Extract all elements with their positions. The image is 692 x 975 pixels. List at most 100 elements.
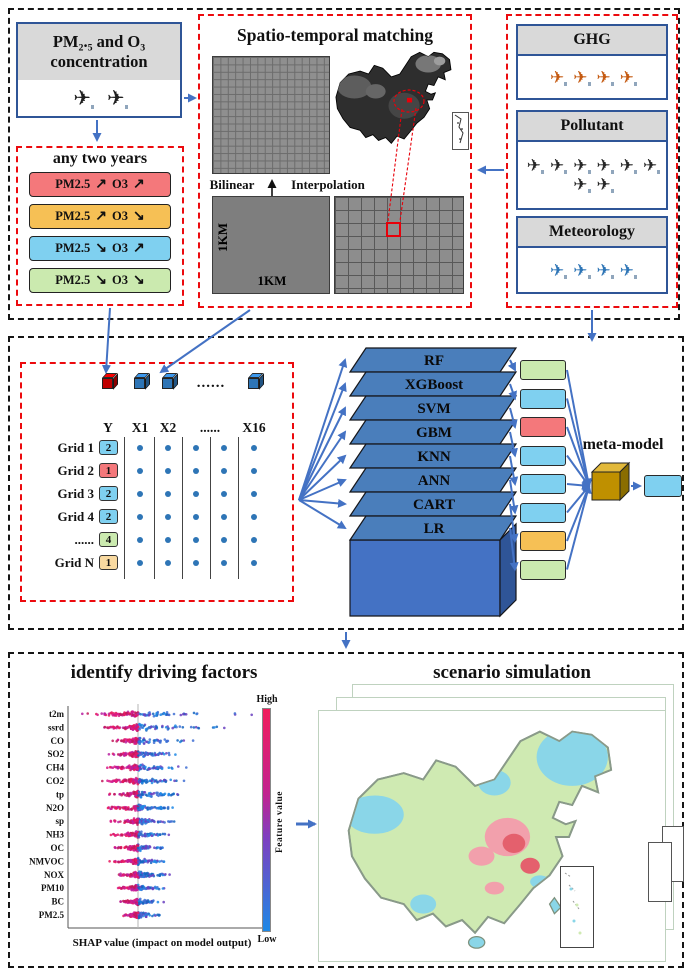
table-column-divider [238, 437, 239, 579]
shap-colorbar [262, 708, 271, 932]
matching-title: Spatio-temporal matching [237, 24, 433, 45]
analysis-panel [8, 652, 684, 968]
data-dot [221, 468, 227, 474]
shap-feature-label: tp [56, 789, 64, 799]
trend-arrow-icon: ↗ [95, 208, 108, 224]
meta-model-cube [590, 461, 631, 502]
spatio-temporal-matching-box [198, 14, 472, 308]
airplane-icon: ✈ [619, 260, 638, 280]
data-dot [137, 560, 143, 566]
grid-row-label: Grid 1 [57, 440, 94, 455]
shap-feature-label: CH4 [46, 763, 65, 773]
airplane-icon: ✈ [573, 67, 591, 87]
data-dot [221, 560, 227, 566]
airplane-icon: ✈ [619, 156, 638, 175]
concentration-title-line2: concentration [50, 52, 148, 71]
airplane-icon: ✈ [573, 175, 591, 194]
table-header: X1 [131, 420, 149, 435]
data-dot [165, 491, 171, 497]
map-inset-back-1 [648, 842, 672, 902]
shap-dots-PM2.5 [122, 911, 161, 920]
trend-arrow-icon: ↘ [133, 208, 145, 224]
shap-dots-SO2 [107, 750, 177, 759]
grid-row-label: Grid 4 [57, 509, 94, 524]
data-dot [251, 468, 257, 474]
trend-arrow-icon: ↗ [133, 176, 145, 192]
data-dot [251, 537, 257, 543]
data-dot [137, 468, 143, 474]
model-output-box [520, 474, 566, 494]
concentration-title-line1: PM₂.₅ and O₃ [52, 32, 146, 52]
trend-rows: PM2.5↗O3↗PM2.5↗O3↘PM2.5↘O3↗PM2.5↘O3↘ [18, 148, 182, 304]
y-value-badge: 4 [99, 532, 118, 547]
model-output-box [520, 531, 566, 551]
species-label: PM2.5 [55, 273, 91, 287]
km-label-vertical: 1KM [215, 223, 230, 252]
data-dot [251, 445, 257, 451]
source-header-ghg: GHG [516, 24, 668, 56]
airplane-icon: ✈ [573, 260, 591, 280]
shap-feature-label: SO2 [47, 749, 64, 759]
airplane-icon: ✈ [596, 260, 615, 280]
stack-base-side [499, 522, 517, 618]
data-dot [221, 491, 227, 497]
grid-row-label: Grid N [54, 555, 94, 570]
shap-dots-NOX [117, 870, 171, 879]
trend-row: PM2.5↘O3↘ [29, 268, 171, 293]
table-column-divider [124, 437, 125, 579]
model-output-box [520, 502, 566, 523]
model-label: KNN [417, 449, 451, 465]
coarse-grid-raster [334, 196, 464, 294]
data-dot [193, 537, 199, 543]
source-header-meteorology: Meteorology [516, 216, 668, 248]
data-preparation-panel [8, 8, 680, 320]
table-header: Y [103, 420, 113, 435]
highlighted-grid-cell [386, 222, 401, 237]
colorbar-title: Feature value [275, 791, 285, 853]
cube-front-face [591, 471, 621, 501]
model-label: SVM [417, 401, 450, 417]
y-value-badge: 1 [99, 555, 118, 570]
data-dot [193, 468, 199, 474]
shap-dots-NMVOC [108, 856, 166, 866]
data-cube-icon [102, 373, 118, 390]
data-dot [251, 491, 257, 497]
shap-dots-sp [109, 817, 176, 826]
data-dot [221, 537, 227, 543]
data-dot [165, 537, 171, 543]
table-column-divider [154, 437, 155, 579]
model-label: GBM [416, 425, 452, 441]
model-output-box [520, 445, 566, 466]
data-cube-icon [162, 373, 178, 390]
shap-feature-label: CO [51, 736, 65, 746]
model-label: LR [424, 521, 445, 537]
shap-feature-label: NH3 [46, 830, 65, 840]
concentration-title: PM₂.₅ and O₃ concentration [18, 24, 180, 80]
table-header: ...... [199, 420, 221, 435]
source-icons-meteorology: ✈✈✈✈ [516, 246, 668, 294]
trend-row: PM2.5↗O3↗ [29, 172, 171, 197]
data-dot [137, 537, 143, 543]
scenario-regions [348, 731, 608, 914]
table-header: X16 [242, 420, 266, 435]
cube-row-dots: ...... [196, 375, 226, 391]
data-cube-icon [134, 373, 150, 390]
data-dot [221, 514, 227, 520]
stack-base-front [349, 539, 501, 617]
source-icons-pollutant: ✈✈✈✈✈✈✈✈ [516, 140, 668, 210]
bilinear-label: Bilinear [209, 177, 255, 192]
model-output-box [520, 388, 566, 409]
table-header: X2 [159, 420, 177, 435]
table-column-divider [210, 437, 211, 579]
airplane-icon: ✈ [73, 85, 94, 110]
driving-factors-title: identify driving factors [70, 662, 258, 683]
shap-dots-N2O [106, 803, 174, 812]
airplane-icon: ✈ [550, 156, 568, 175]
species-label: O3 [112, 241, 129, 255]
shap-feature-label: PM10 [41, 883, 64, 893]
data-dot [193, 560, 199, 566]
shap-dots-CH4 [106, 763, 188, 772]
shap-dots-t2m [81, 710, 253, 718]
any-two-years-box: any two years PM2.5↗O3↗PM2.5↗O3↘PM2.5↘O3… [16, 146, 184, 306]
model-label: ANN [418, 473, 451, 489]
